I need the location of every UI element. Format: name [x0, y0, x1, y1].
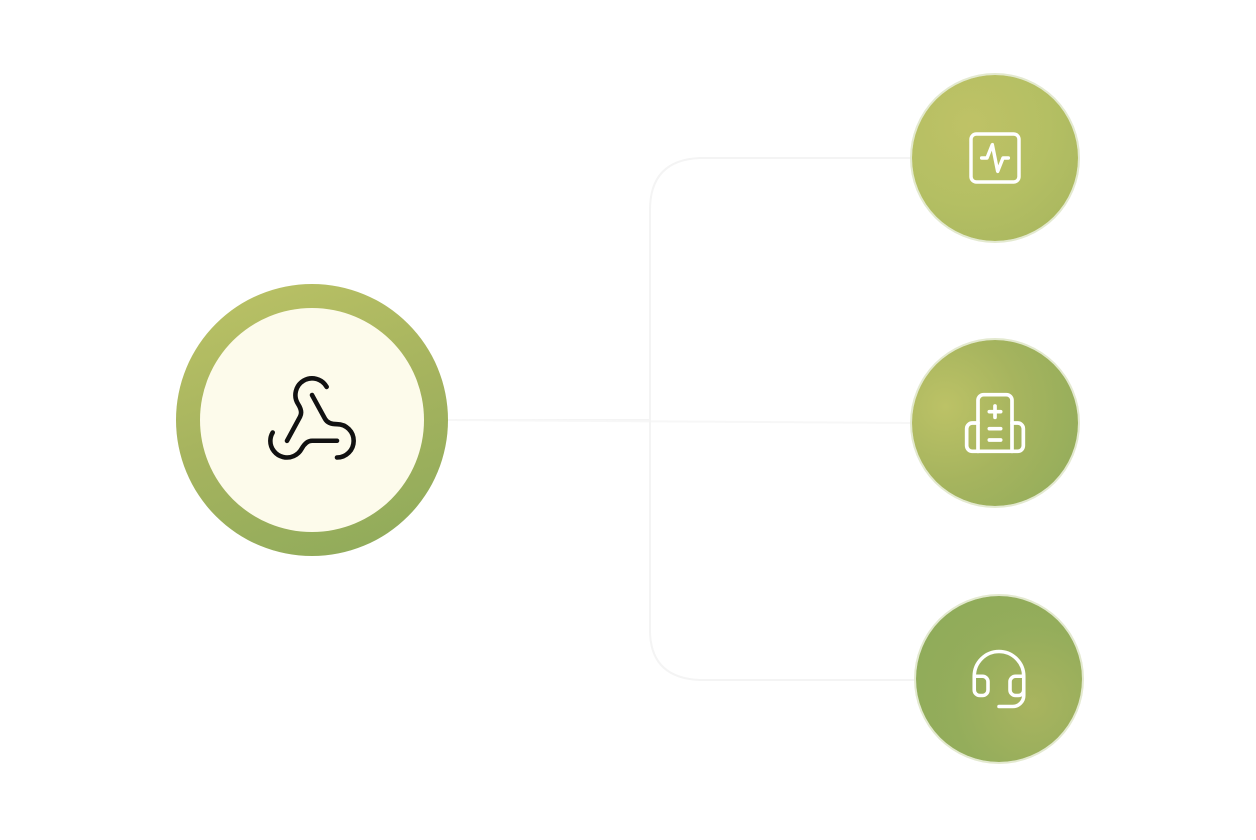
- webhook-icon: [268, 376, 356, 460]
- headset-node[interactable]: [916, 596, 1082, 762]
- activity-monitor-node[interactable]: [912, 75, 1078, 241]
- connector-top: [448, 157, 912, 421]
- hospital-node[interactable]: [912, 340, 1078, 506]
- connector-middle: [447, 419, 913, 424]
- hospital-icon: [964, 392, 1026, 454]
- activity-monitor-icon: [969, 132, 1021, 184]
- connector-bottom: [649, 420, 916, 681]
- webhook-hub[interactable]: [176, 284, 448, 556]
- hub-inner: [200, 308, 424, 532]
- headset-icon: [972, 649, 1026, 709]
